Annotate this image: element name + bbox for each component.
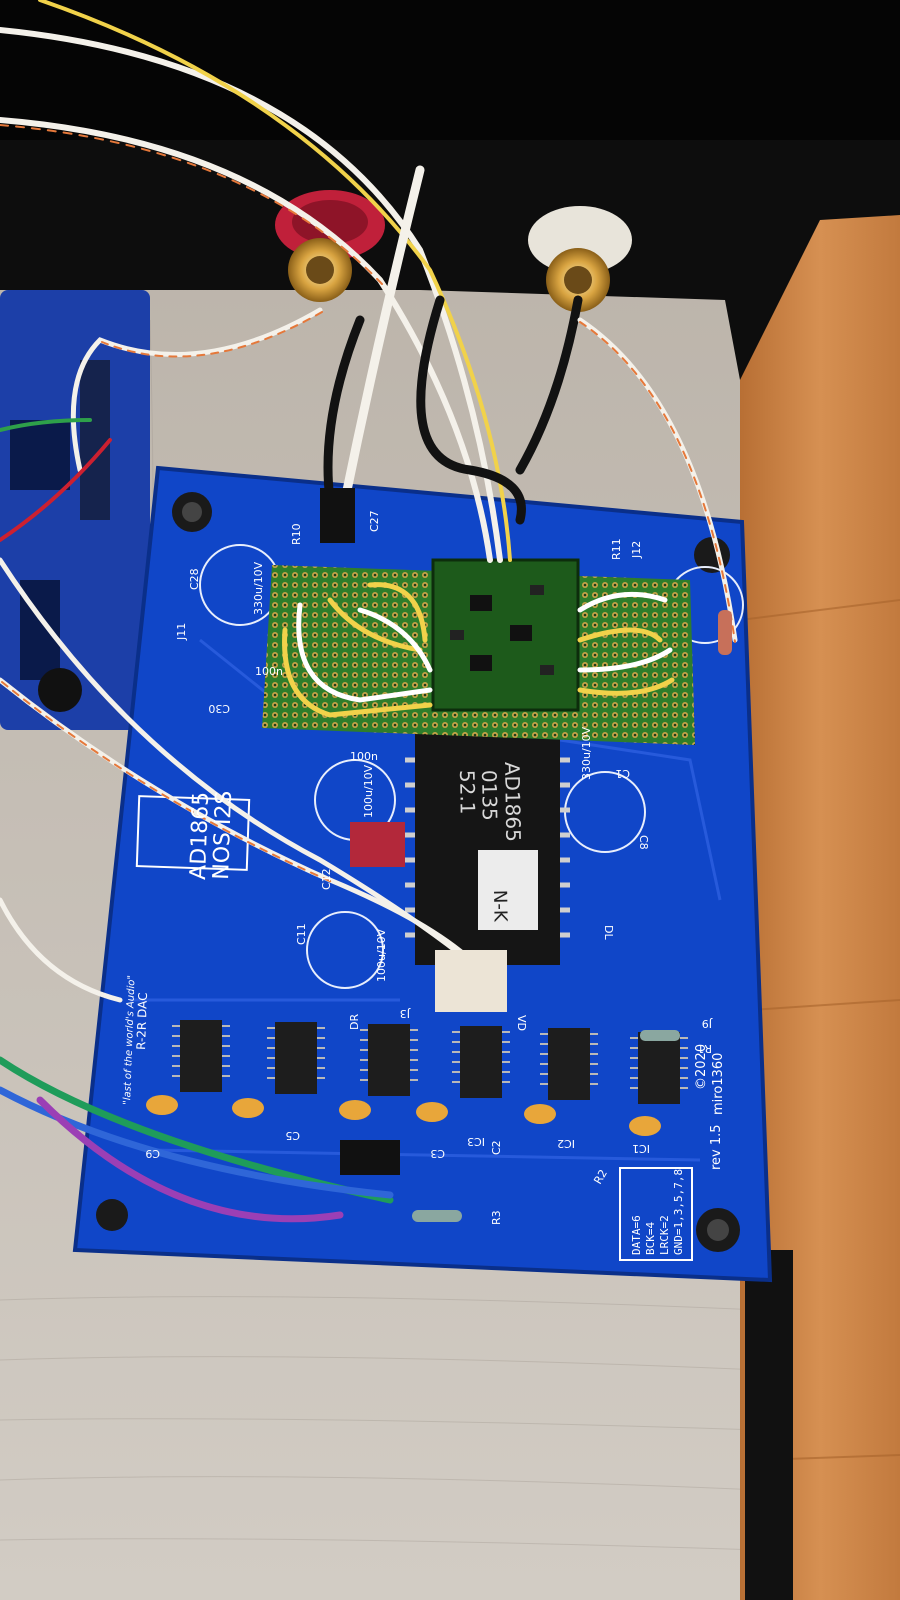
label-j9: J9: [702, 1017, 713, 1030]
label-j3: J3: [400, 1007, 411, 1020]
pinout-legend: DATA=6 BCK=4 LRCK=2 GND=1,3,5,7,8: [630, 1169, 685, 1255]
header-connector-left: [320, 488, 355, 543]
perfboard-opamp-module: [262, 558, 695, 745]
left-module-board: [0, 290, 150, 730]
perfboard-jumpers: [282, 582, 675, 718]
revision: rev 1.5: [709, 1124, 724, 1170]
tagline: "last of the world's Audio": [122, 975, 138, 1105]
credits: ©2020 miro1360 rev 1.5: [694, 1044, 726, 1170]
cap-rating-c30: 100n: [255, 665, 283, 678]
rca-jack-red: [275, 190, 385, 302]
component-designators: R10 C27 C28 R11 J12 J11 C30 C11 C12 C8 C…: [145, 510, 713, 1225]
wood-shadow: [745, 1250, 793, 1600]
chip-sticker-text: N-K: [489, 890, 511, 923]
label-r3: R3: [490, 1210, 503, 1225]
resistors: [412, 610, 732, 1222]
label-c30: C30: [208, 702, 230, 715]
pinout-line-2: BCK=4: [644, 1222, 657, 1255]
label-ic3: IC3: [467, 1135, 485, 1148]
vd-connector: [435, 950, 507, 1012]
pinout-line-4: GND=1,3,5,7,8: [672, 1169, 685, 1255]
box-label-line1: AD1865: [186, 791, 214, 880]
enclosure-top-shadow: [0, 0, 900, 140]
label-c8: C8: [637, 835, 650, 850]
pinout-line-1: DATA=6: [630, 1215, 643, 1255]
cap-rating-c28: 330u/10V: [252, 561, 265, 615]
ad1865-dip-chip: [405, 720, 570, 965]
ic-row-pins: [172, 1025, 688, 1089]
input-wires: [0, 418, 394, 1223]
label-c28: C28: [188, 568, 201, 590]
label-c2: C2: [490, 1140, 503, 1155]
signal-wires: [0, 0, 738, 1003]
box-label-line2: NOS I2S: [209, 790, 237, 880]
pinout-line-3: LRCK=2: [658, 1215, 671, 1255]
chip-line-2: 0135: [477, 770, 502, 821]
ic-row: [180, 1020, 680, 1104]
label-r11: R11: [610, 538, 623, 560]
label-r10: R10: [290, 523, 303, 545]
label-ic2: IC2: [557, 1137, 575, 1150]
chip-marking: AD1865 0135 52.1 N-K: [455, 762, 525, 923]
label-vd: VD: [515, 1015, 528, 1031]
board-title: AD1865 NOS I2S "last of the world's Audi…: [122, 790, 237, 1105]
ceramic-capacitors: [146, 1095, 661, 1136]
label-c3: C3: [430, 1147, 445, 1160]
board-subtitle: R-2R DAC: [134, 992, 150, 1050]
cap-rating-c11: 100u/10V: [375, 928, 388, 982]
label-r1: R1: [697, 1042, 712, 1055]
rca-jack-white: [528, 206, 632, 312]
cap-rating-c12: 100u/10V: [362, 764, 375, 818]
label-j12: J12: [630, 541, 643, 559]
label-ic1: IC1: [632, 1142, 650, 1155]
copyright: ©2020: [694, 1044, 709, 1090]
label-r2: R2: [591, 1167, 610, 1186]
label-c11: C11: [295, 923, 308, 945]
red-jumper-block: [350, 822, 405, 867]
label-c9: C9: [145, 1147, 160, 1160]
label-c12: C12: [320, 868, 333, 890]
author: miro1360: [711, 1053, 726, 1115]
label-dr: DR: [348, 1014, 361, 1030]
label-c27: C27: [368, 510, 381, 532]
i2s-header: [340, 1140, 400, 1175]
chip-line-1: AD1865: [500, 762, 525, 842]
label-c1: C1: [615, 767, 630, 780]
label-dl: DL: [602, 925, 615, 940]
label-j11: J11: [175, 623, 188, 641]
cap-rating-perf: 100n: [350, 750, 378, 763]
label-c5: C5: [285, 1129, 300, 1142]
chip-sticker: [478, 850, 538, 930]
cap-rating-c8: 330u/10V: [580, 726, 593, 780]
chip-line-3: 52.1: [455, 770, 480, 815]
